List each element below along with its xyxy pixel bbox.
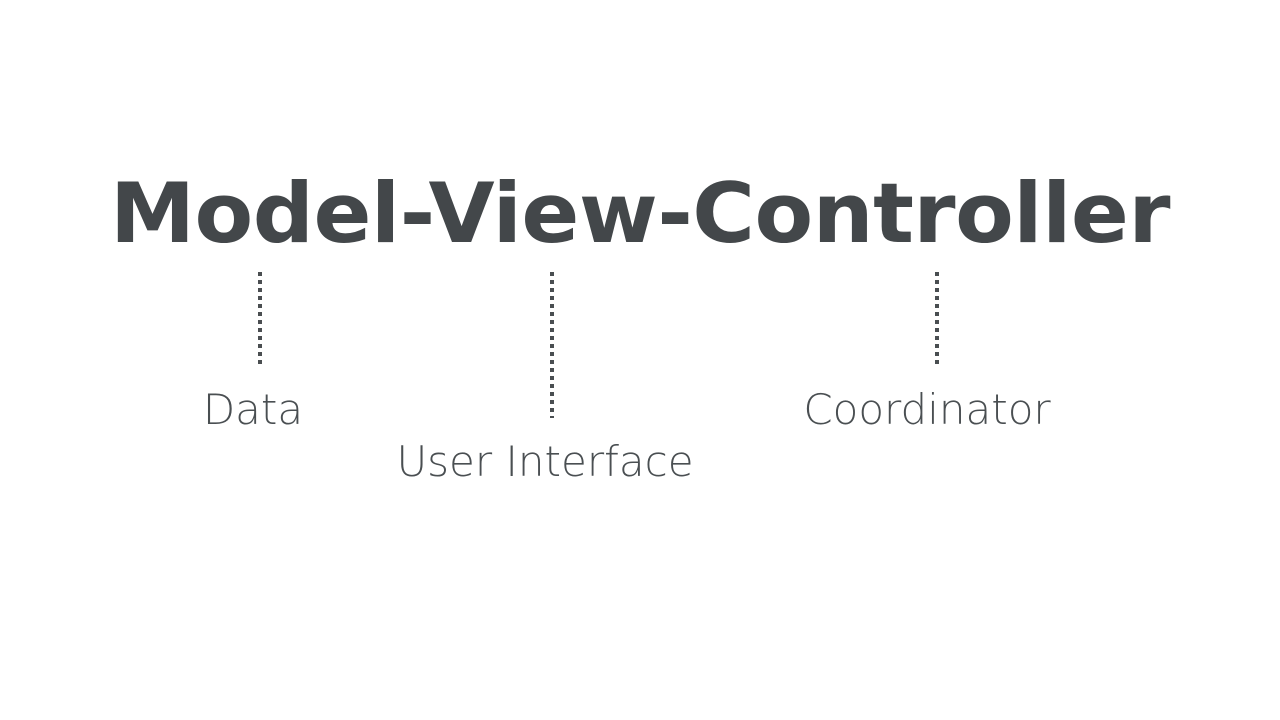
connector-line-controller <box>935 272 939 366</box>
label-view: User Interface <box>396 437 694 486</box>
connector-line-model <box>258 272 262 366</box>
label-controller: Coordinator <box>803 385 1051 434</box>
label-model: Data <box>202 385 304 434</box>
connector-line-view <box>550 272 554 418</box>
page-title: Model-View-Controller <box>110 165 1170 262</box>
